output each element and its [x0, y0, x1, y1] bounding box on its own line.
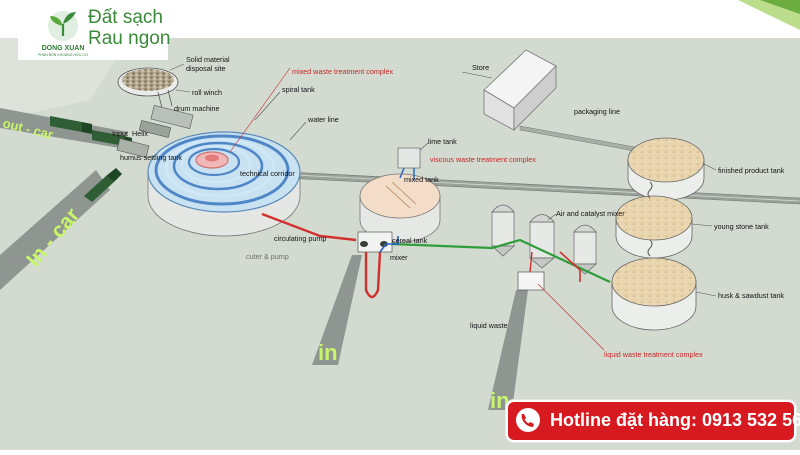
brand-title-line1: Đất sạch [88, 7, 163, 28]
label-roll-winch: roll winch [192, 88, 222, 97]
leader-line [175, 89, 191, 93]
brand-title-line2: Rau ngon [88, 28, 171, 49]
spiral-tank [147, 131, 301, 237]
pipe-red [559, 251, 581, 282]
hotline-text: Hotline đặt hàng: 0913 532 568 [550, 410, 800, 430]
logo-tagline: PHÂN BÓN KHOÁNG HỮU CƠ [38, 53, 88, 57]
pipe-red [529, 251, 533, 273]
hotline-banner[interactable]: Hotline đặt hàng: 0913 532 568 [508, 402, 800, 440]
label-humus-settling-tank: humus settling tank [120, 153, 182, 162]
label-husk-sawdust-tank: husk & sawdust tank [718, 291, 784, 300]
pipe-blue [399, 167, 415, 180]
mixer-motor [360, 241, 368, 247]
label-technical-corridor: technical corridor [240, 169, 295, 178]
label-cuter-pump: cuter & pump [246, 252, 289, 261]
label-mixed-tank: mixed tank [404, 175, 439, 184]
spring-connector [647, 239, 653, 257]
label-in-right: in [490, 388, 510, 413]
brand-logo-block: DONG XUAN PHÂN BÓN KHOÁNG HỮU CƠ [18, 6, 168, 60]
mixed-tank [359, 173, 441, 243]
logo-name: DONG XUAN [41, 45, 85, 52]
sprout-logo-icon [48, 11, 78, 41]
roll-winch [157, 91, 163, 109]
leader-line [537, 283, 605, 351]
label-store: Store [472, 63, 489, 72]
leader-line [419, 142, 429, 151]
road-in-right [488, 290, 528, 410]
leader-line [229, 67, 291, 153]
road-in-left [312, 255, 362, 365]
label-spiral-tank: spiral tank [282, 85, 315, 94]
corridor-rail [254, 172, 800, 202]
roll-winch [167, 89, 173, 107]
spring-connector [647, 181, 653, 199]
label-air-catalyst-mixer: Air and catalyst mixer [556, 209, 625, 218]
label-disposal-site: disposal site [186, 64, 226, 73]
label-drum-machine: drum machine [174, 104, 220, 113]
pipe-green [391, 238, 611, 283]
pipe-blue [379, 236, 399, 253]
silo [529, 214, 555, 269]
leader-line [169, 63, 185, 71]
label-circulating-pump: circulating pump [274, 234, 326, 243]
label-finished-product-tank: finished product tank [718, 166, 785, 175]
label-packaging-line: packaging line [574, 107, 620, 116]
phone-icon [516, 408, 540, 432]
pipe-red [364, 251, 382, 299]
young-stone-tank [615, 195, 693, 259]
silo [573, 224, 597, 275]
leader-line [289, 121, 307, 141]
leader-line [547, 213, 557, 221]
solid-material-disposal-site [117, 67, 179, 97]
input-hopper [138, 120, 172, 138]
label-input: Input [112, 129, 128, 138]
label-liquid-complex: liquid waste treatment complex [604, 350, 703, 359]
pipe-red [261, 212, 357, 242]
store-leader [461, 71, 493, 79]
leaf-decoration [760, 0, 800, 14]
label-water-line: water line [307, 115, 339, 124]
mixer-motor [380, 241, 388, 247]
label-mixed-complex: mixed waste treatment complex [292, 67, 393, 76]
label-solid-material: Solid material [186, 55, 230, 64]
drum-machine [150, 105, 194, 129]
label-helix: Helix [132, 129, 148, 138]
label-in-left: in [318, 340, 338, 365]
label-young-stone-tank: young stone tank [714, 222, 769, 231]
husk-sawdust-tank [611, 257, 697, 331]
leader-line [254, 91, 281, 121]
leader-line [691, 223, 713, 227]
label-lime-tank: lime tank [428, 137, 457, 146]
lime-tank [397, 147, 421, 169]
truck-icon [50, 116, 92, 134]
liquid-waste-unit [517, 271, 545, 291]
label-viscous-complex: viscous waste treatment complex [430, 155, 536, 164]
road-in-car [0, 170, 110, 290]
silo [491, 204, 515, 257]
label-liquid-waste: liquid waste [470, 321, 508, 330]
humus-settling-tank [116, 138, 150, 158]
label-cereal-tank: cereal tank [392, 236, 428, 245]
finished-product-tank [627, 137, 705, 201]
leader-line [695, 291, 717, 297]
leader-line [703, 163, 717, 171]
truck-icon [84, 168, 122, 202]
store-building [483, 49, 557, 131]
label-mixer: mixer [390, 253, 408, 262]
